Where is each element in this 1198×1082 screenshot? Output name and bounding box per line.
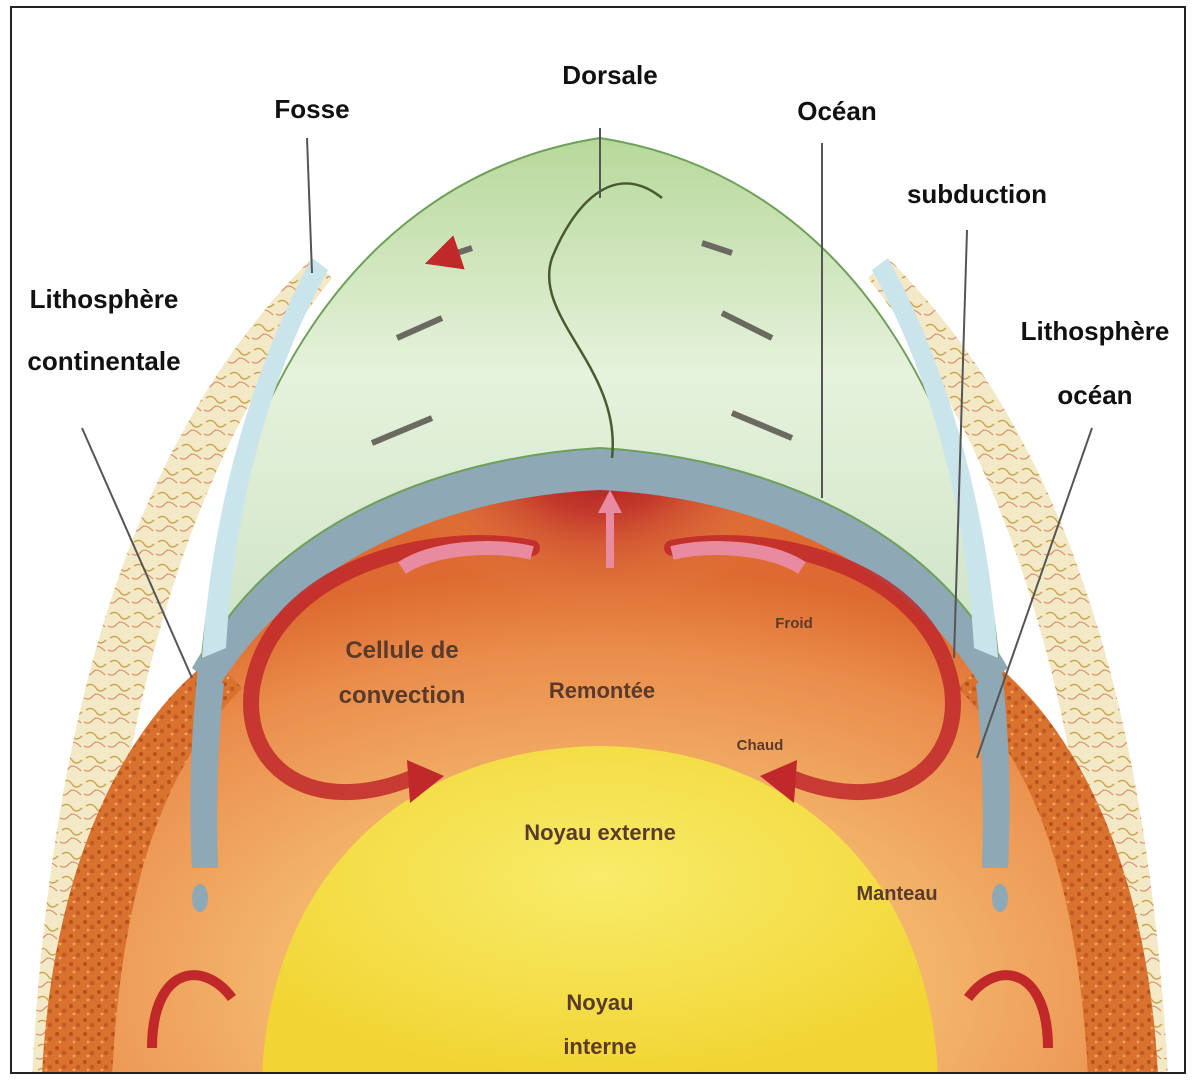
label-noyau-interne-1: Noyau [566, 990, 633, 1015]
label-dorsale: Dorsale [562, 60, 657, 90]
label-fosse: Fosse [274, 94, 349, 124]
label-cellule-2: convection [339, 682, 466, 709]
plate-tectonics-diagram: Dorsale Fosse Océan subduction Lithosphè… [12, 8, 1186, 1074]
label-lithosphere-continentale-1: Lithosphère [30, 284, 179, 314]
label-lithosphere-continentale-2: continentale [27, 346, 180, 376]
label-remontee: Remontée [549, 678, 655, 703]
label-chaud: Chaud [737, 737, 784, 754]
label-froid: Froid [775, 615, 813, 632]
label-subduction: subduction [907, 179, 1047, 209]
label-cellule-1: Cellule de [345, 637, 458, 664]
label-ocean: Océan [797, 96, 877, 126]
slab-fragment-left [192, 884, 208, 912]
label-lithosphere-ocean-1: Lithosphère [1021, 316, 1170, 346]
label-noyau-externe: Noyau externe [524, 820, 676, 845]
slab-fragment-right [992, 884, 1008, 912]
diagram-frame: Dorsale Fosse Océan subduction Lithosphè… [10, 6, 1186, 1074]
label-lithosphere-ocean-2: océan [1057, 380, 1132, 410]
label-noyau-interne-2: interne [563, 1034, 636, 1059]
label-manteau: Manteau [856, 883, 937, 905]
